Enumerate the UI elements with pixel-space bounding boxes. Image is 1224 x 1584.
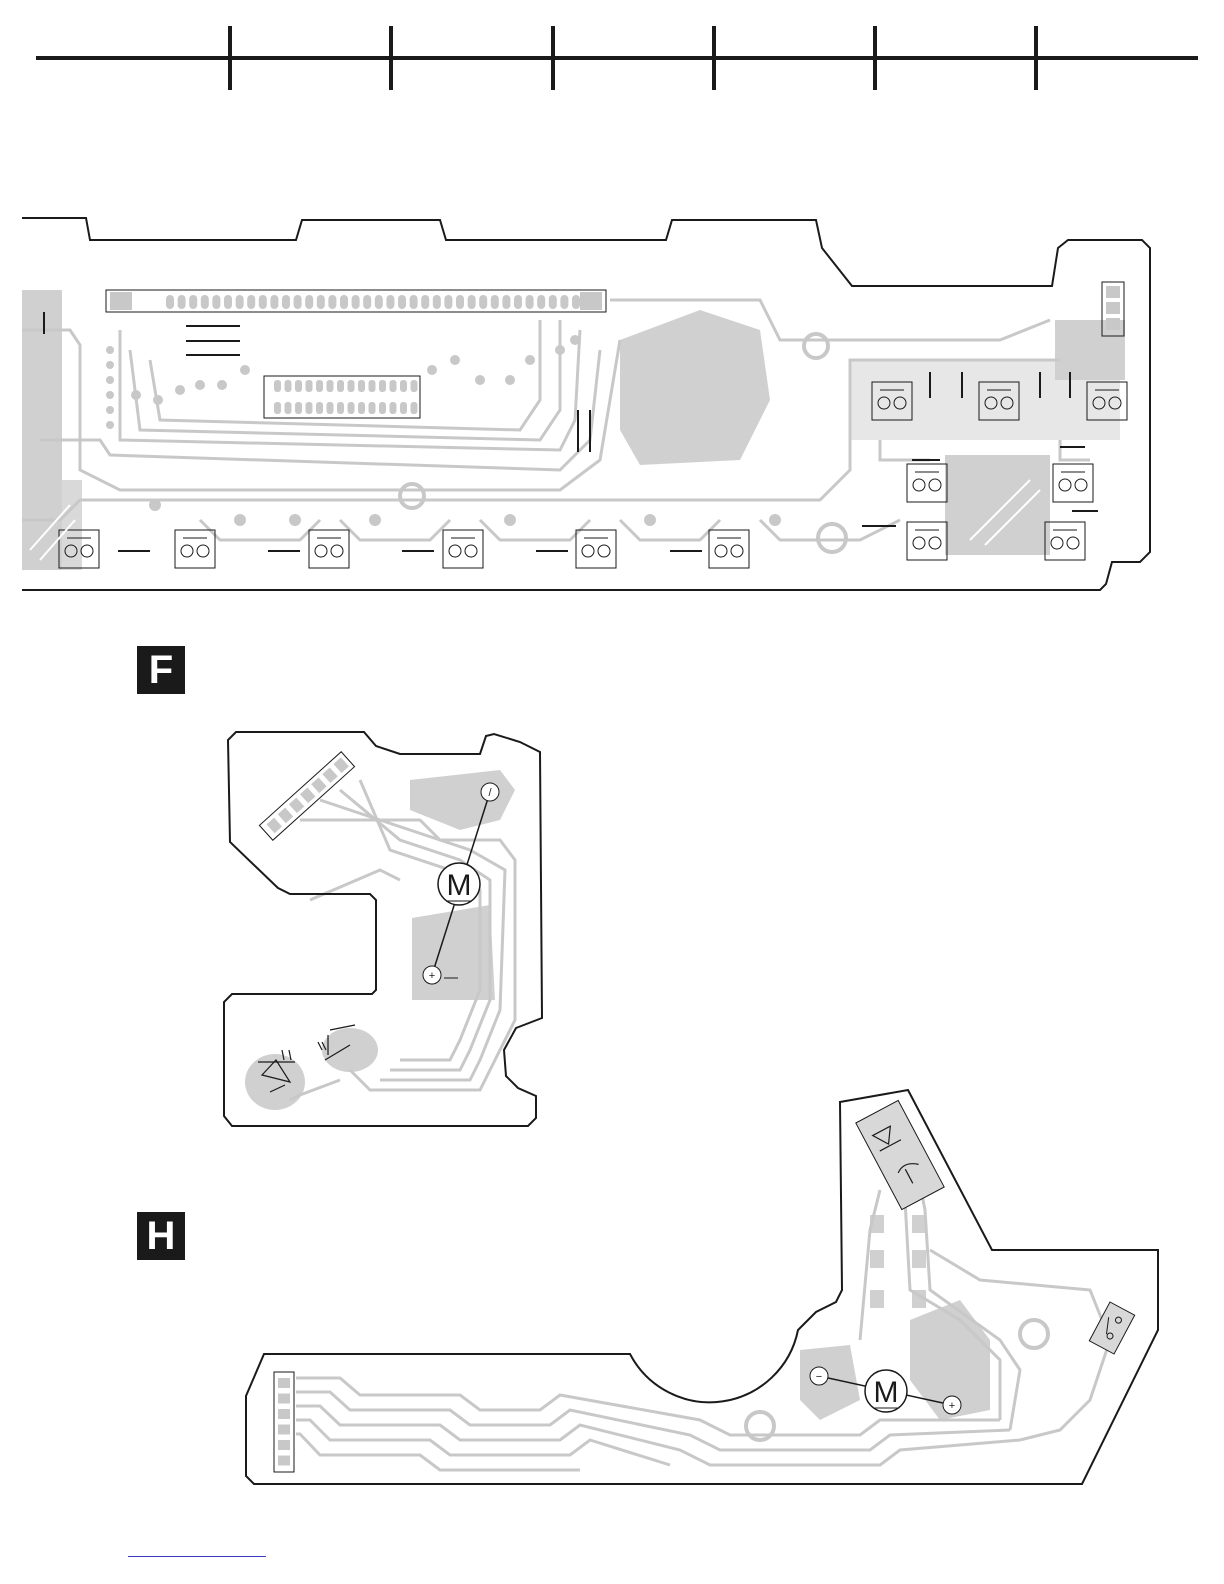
section-label-f: F xyxy=(137,646,185,694)
connector-pin xyxy=(375,295,383,309)
svg-text:−: − xyxy=(816,1371,822,1383)
connector-pin xyxy=(224,295,232,309)
switch-footprint xyxy=(907,464,947,502)
chip-pin xyxy=(306,380,313,392)
chip-pin xyxy=(379,380,386,392)
connector-pin xyxy=(305,295,313,309)
connector-pin xyxy=(352,295,360,309)
connector-pin xyxy=(294,295,302,309)
connector-pin xyxy=(178,295,186,309)
connector-pin xyxy=(166,295,174,309)
connector-pin xyxy=(270,295,278,309)
switch-footprint xyxy=(709,530,749,568)
svg-text:+: + xyxy=(949,1400,955,1412)
connector-pin xyxy=(433,295,441,309)
chip-pin xyxy=(379,402,386,414)
connector-pin xyxy=(456,295,464,309)
connector-pin xyxy=(289,798,304,814)
chip-pin xyxy=(337,402,344,414)
connector-pin xyxy=(278,1425,290,1435)
chip-pin xyxy=(390,402,397,414)
connector-pin xyxy=(317,295,325,309)
main-board xyxy=(22,218,1150,590)
connector-pin xyxy=(201,295,209,309)
board-h: − + M xyxy=(246,1090,1158,1484)
connector-pin xyxy=(526,295,534,309)
connector-pin xyxy=(514,295,522,309)
connector-pin xyxy=(278,1440,290,1450)
chip-pin xyxy=(295,380,302,392)
switch-footprint xyxy=(443,530,483,568)
chip-pin xyxy=(369,380,376,392)
connector-pin xyxy=(468,295,476,309)
switch-footprint xyxy=(576,530,616,568)
chip-pin xyxy=(390,380,397,392)
top-ruler xyxy=(36,26,1198,90)
connector-pin xyxy=(189,295,197,309)
chip-pin xyxy=(348,380,355,392)
chip-pin xyxy=(306,402,313,414)
chip-pin xyxy=(285,402,292,414)
connector-pin xyxy=(386,295,394,309)
connector-pin xyxy=(333,757,348,773)
switch-footprint xyxy=(907,522,947,560)
chip-pin xyxy=(295,402,302,414)
connector-pin xyxy=(340,295,348,309)
connector-pin xyxy=(363,295,371,309)
svg-text:+: + xyxy=(429,970,435,982)
connector-pin xyxy=(259,295,267,309)
board-f: / + M xyxy=(224,732,542,1126)
chip-pin xyxy=(400,402,407,414)
connector-pin xyxy=(549,295,557,309)
connector-pin xyxy=(328,295,336,309)
chip-pin xyxy=(274,380,281,392)
connector-pin xyxy=(572,295,580,309)
chip-pin xyxy=(348,402,355,414)
connector-pin xyxy=(502,295,510,309)
switch-footprint xyxy=(1045,522,1085,560)
chip-pin xyxy=(358,380,365,392)
connector-pin xyxy=(278,1394,290,1404)
chip-pin xyxy=(316,380,323,392)
connector-pin xyxy=(398,295,406,309)
connector-pin xyxy=(311,777,326,793)
connector-pin xyxy=(236,295,244,309)
chip-pin xyxy=(285,380,292,392)
connector-pin xyxy=(491,295,499,309)
switch-footprint xyxy=(309,530,349,568)
chip-pin xyxy=(327,380,334,392)
connector-pin xyxy=(444,295,452,309)
connector-pin xyxy=(278,1456,290,1466)
connector-pin xyxy=(322,767,337,783)
chip-pin xyxy=(411,402,418,414)
chip-pin xyxy=(327,402,334,414)
connector-pin xyxy=(267,818,282,834)
switch-footprint xyxy=(1053,464,1093,502)
connector-pin xyxy=(421,295,429,309)
chip-pin xyxy=(337,380,344,392)
footer-link-underline[interactable] xyxy=(128,1556,266,1557)
switch-footprint xyxy=(175,530,215,568)
connector-pin xyxy=(410,295,418,309)
connector-pin xyxy=(479,295,487,309)
connector-pin xyxy=(247,295,255,309)
motor-f-symbol: M xyxy=(447,869,472,902)
connector-pin xyxy=(278,808,293,824)
connector-pin xyxy=(300,788,315,804)
chip-pin xyxy=(316,402,323,414)
chip-pin xyxy=(358,402,365,414)
section-label-h: H xyxy=(137,1212,185,1260)
connector-pin xyxy=(537,295,545,309)
chip-pin xyxy=(411,380,418,392)
chip-pin xyxy=(274,402,281,414)
connector-pin xyxy=(212,295,220,309)
connector-pin xyxy=(278,1409,290,1419)
chip-pin xyxy=(400,380,407,392)
connector-pin xyxy=(560,295,568,309)
connector-pin xyxy=(278,1378,290,1388)
chip-pin xyxy=(369,402,376,414)
connector-pin xyxy=(282,295,290,309)
motor-h-symbol: M xyxy=(874,1376,899,1409)
